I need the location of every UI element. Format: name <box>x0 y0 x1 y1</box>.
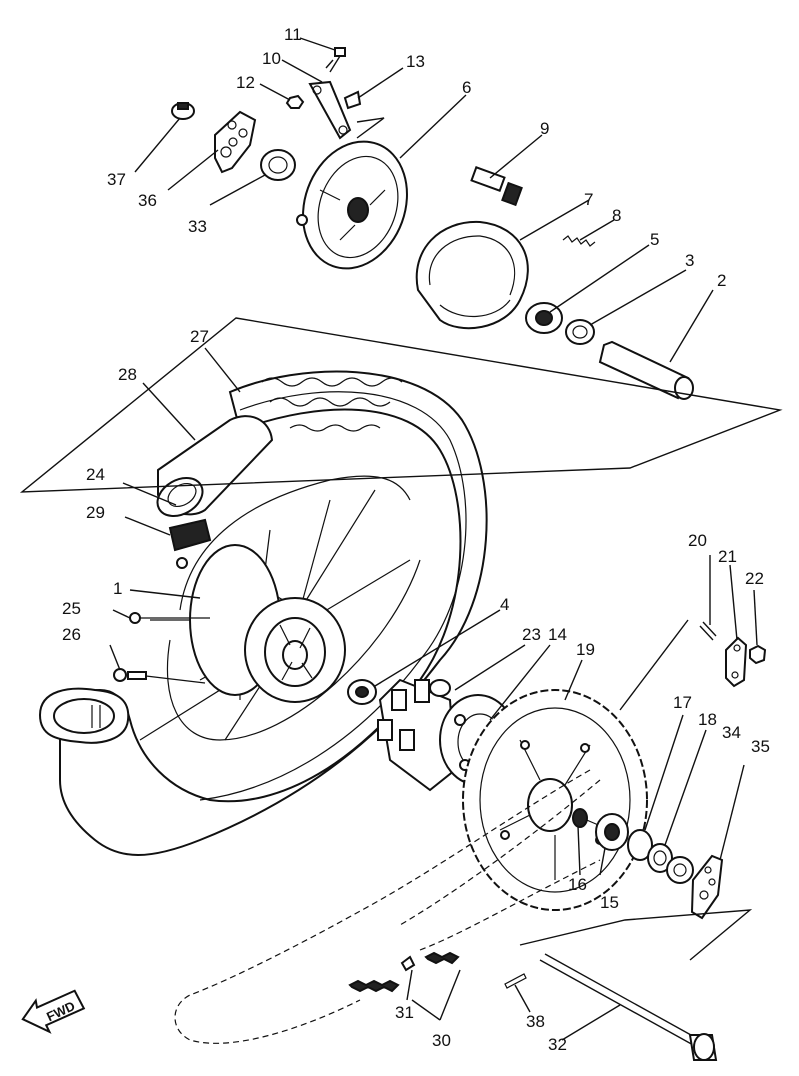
driven-sprocket-19 <box>462 689 648 911</box>
oil-seal-18 <box>647 843 673 873</box>
nut-37 <box>171 102 195 120</box>
bearing-4 <box>347 679 377 705</box>
label-32: 32 <box>548 1035 567 1054</box>
label-13: 13 <box>406 52 425 71</box>
label-2: 2 <box>717 271 726 290</box>
label-11: 11 <box>284 25 302 44</box>
label-18: 18 <box>698 710 717 729</box>
label-24: 24 <box>86 465 105 484</box>
camshaft-9 <box>470 166 523 207</box>
label-16: 16 <box>568 875 587 894</box>
label-36: 36 <box>138 191 157 210</box>
master-link-31 <box>400 951 460 972</box>
brake-shoe-kit <box>415 220 529 330</box>
collar-16 <box>572 808 588 828</box>
label-29: 29 <box>86 503 105 522</box>
label-1: 1 <box>113 579 122 598</box>
bolt-11 <box>325 47 346 73</box>
camshaft-lever <box>308 80 352 140</box>
label-23: 23 <box>522 625 541 644</box>
label-14: 14 <box>548 625 567 644</box>
nut-22 <box>749 644 767 665</box>
bolt-20 <box>699 621 717 641</box>
label-30: 30 <box>432 1031 451 1050</box>
wheel-hub <box>189 544 346 703</box>
cotter-pin-38 <box>504 973 527 989</box>
oil-seal-17 <box>627 829 653 861</box>
label-26: 26 <box>62 625 81 644</box>
label-35: 35 <box>751 737 770 756</box>
label-15: 15 <box>600 893 619 912</box>
nut-12 <box>285 94 305 109</box>
plate-21 <box>725 636 748 688</box>
label-6: 6 <box>462 78 471 97</box>
brake-shoe-plate <box>296 140 408 270</box>
label-34: 34 <box>722 723 741 742</box>
rim-band <box>168 518 212 552</box>
label-21: 21 <box>718 547 737 566</box>
label-17: 17 <box>673 693 692 712</box>
label-28: 28 <box>118 365 137 384</box>
label-5: 5 <box>650 230 659 249</box>
bolt-26 <box>113 668 206 684</box>
clutch-damper-23 <box>377 678 457 792</box>
tire <box>38 370 488 856</box>
part-labels: 1 2 3 4 5 6 7 8 9 10 11 12 13 14 15 16 1… <box>62 25 770 1054</box>
collar-2 <box>598 340 694 400</box>
label-19: 19 <box>576 640 595 659</box>
label-33: 33 <box>188 217 207 236</box>
label-37: 37 <box>107 170 126 189</box>
oil-seal-3 <box>565 319 595 345</box>
axle-32 <box>539 953 718 1061</box>
label-31: 31 <box>395 1003 414 1022</box>
label-27: 27 <box>190 327 209 346</box>
indicator-plate-13 <box>343 90 362 110</box>
label-7: 7 <box>584 190 593 209</box>
chain-puller-35 <box>690 854 724 920</box>
label-10: 10 <box>262 49 281 68</box>
collar-33 <box>260 149 296 181</box>
chain-puller-36 <box>214 110 257 174</box>
spring-8 <box>562 235 596 247</box>
label-22: 22 <box>745 569 764 588</box>
rim-lock-nut <box>176 557 188 569</box>
label-25: 25 <box>62 599 81 618</box>
label-12: 12 <box>236 73 255 92</box>
fwd-arrow-icon: FWD <box>21 989 86 1034</box>
assembly-frame-lines <box>19 117 783 961</box>
collar-34 <box>666 856 694 884</box>
label-8: 8 <box>612 206 621 225</box>
drive-chain <box>174 769 601 1044</box>
label-9: 9 <box>540 119 549 138</box>
leader-lines <box>109 37 758 1041</box>
bearing-15 <box>595 813 629 851</box>
label-4: 4 <box>500 595 509 614</box>
label-3: 3 <box>685 251 694 270</box>
label-20: 20 <box>688 531 707 550</box>
label-38: 38 <box>526 1012 545 1031</box>
inner-tube <box>156 415 274 517</box>
